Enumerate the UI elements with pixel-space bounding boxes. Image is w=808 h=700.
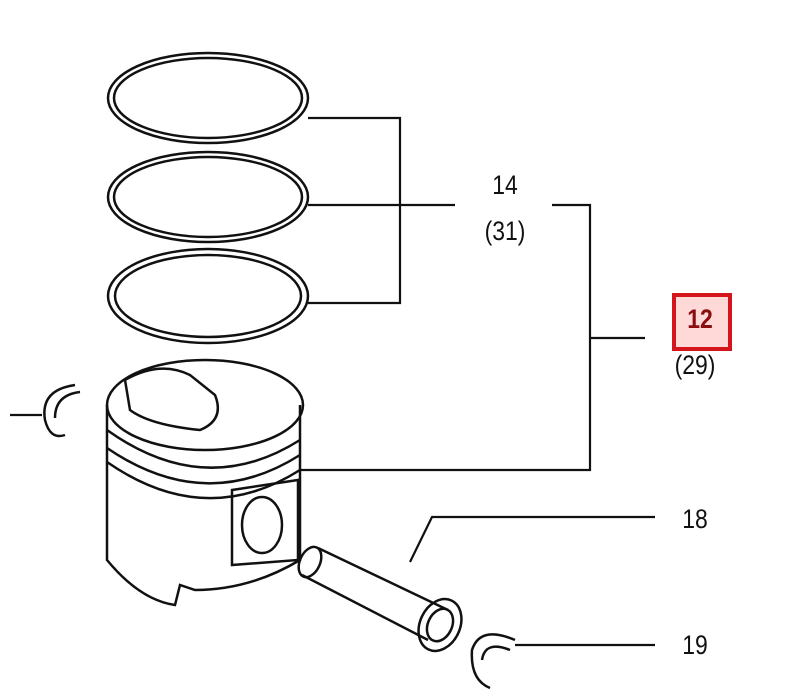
callout-12[interactable]: 12 — [687, 304, 713, 334]
leader-lines — [10, 116, 655, 647]
callout-14[interactable]: 14 — [492, 170, 518, 200]
callout-19[interactable]: 19 — [682, 630, 708, 660]
callout-12-qty: (29) — [674, 350, 716, 380]
snap-ring-left — [43, 383, 81, 438]
callout-14-qty: (31) — [484, 216, 526, 246]
piston-body — [105, 358, 305, 607]
highlight-box — [672, 293, 732, 351]
piston-ring-top — [106, 51, 310, 145]
piston-ring-oil — [106, 247, 310, 345]
callout-18[interactable]: 18 — [682, 504, 708, 534]
snap-ring-right — [470, 633, 516, 690]
piston-pin — [297, 545, 463, 653]
piston-ring-middle — [106, 150, 310, 244]
